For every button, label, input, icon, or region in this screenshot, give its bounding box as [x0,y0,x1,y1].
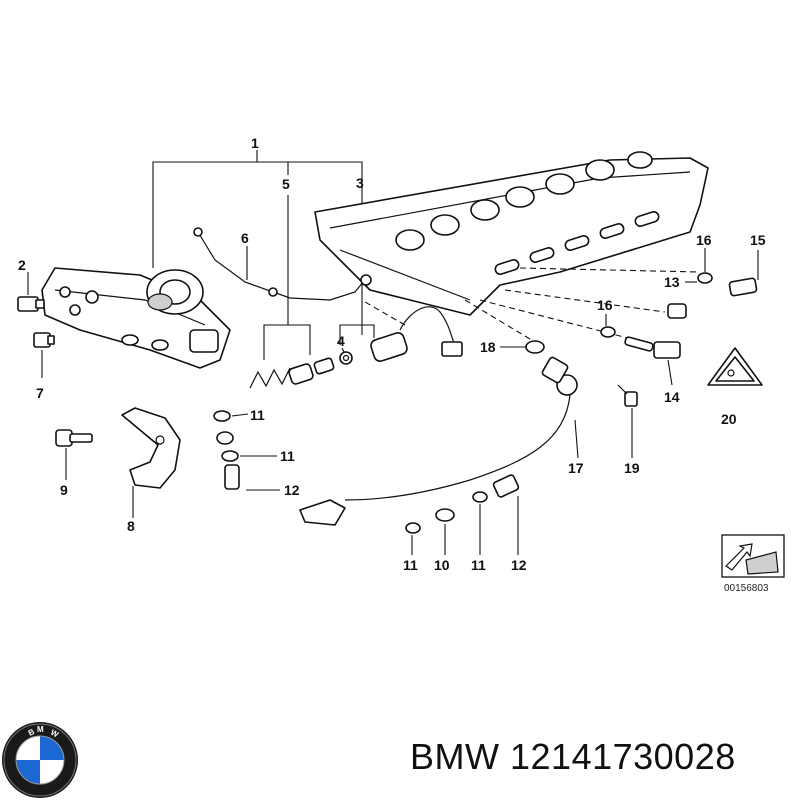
gasket-hole [193,227,203,237]
bolt-9 [55,429,93,447]
sensor-cable [299,356,578,526]
callout-16b: 16 [597,297,613,313]
seal-16 [697,272,713,284]
callout-14: 14 [664,389,680,405]
callout-12a: 12 [284,482,300,498]
callout-19: 19 [624,460,640,476]
callout-4: 4 [337,333,345,349]
callout-16a: 16 [696,232,712,248]
callout-11a: 11 [250,407,265,423]
callout-7: 7 [36,385,44,401]
solenoid-valve [370,306,463,362]
part-number: 12141730028 [510,736,736,777]
callout-13: 13 [664,274,680,290]
callout-2: 2 [18,257,26,273]
cam-journals [395,151,653,251]
brand-name: BMW [410,736,500,777]
callout-3: 3 [356,175,364,191]
gasket-hole [268,287,278,297]
vanos-housing [41,267,231,369]
callout-11c: 11 [403,557,418,573]
callout-labels: 1 2 3 4 5 6 7 8 9 10 11 11 11 11 12 12 1… [18,135,766,573]
reference-code: 00156803 [724,583,769,594]
gasket [197,231,369,301]
callout-18: 18 [480,339,496,355]
washer-11 [213,410,231,422]
callout-17: 17 [568,460,584,476]
washer-11 [405,522,421,534]
washer-11 [221,450,239,462]
oil-line [216,400,455,522]
callout-20: 20 [721,411,737,427]
plug-13 [667,303,687,319]
cover-slots [494,211,660,275]
warning-label [707,347,763,386]
valve-pin [313,357,335,375]
bolt-19 [617,384,638,407]
callout-15: 15 [750,232,766,248]
leader-lines [27,246,759,555]
washer-11 [472,491,488,503]
banjo-bolt-12 [224,464,240,490]
bolt-7 [33,332,55,348]
washer-4 [339,351,353,365]
callout-9: 9 [60,482,68,498]
callout-1: 1 [251,135,259,151]
bmw-logo: B M W [2,722,78,798]
o-ring-18 [525,340,545,354]
callout-8: 8 [127,518,135,534]
fitting-15 [728,277,758,297]
gasket-hole [360,274,372,286]
callout-10: 10 [434,557,450,573]
part-caption: BMW 12141730028 [410,736,736,778]
banjo-bolt-12 [492,474,520,498]
piston [288,363,314,385]
bolt-2 [17,296,45,312]
cylinder-head-cover [314,151,709,316]
svg-text:M: M [37,725,44,734]
seal-16 [600,326,616,338]
bracket-8 [121,407,181,489]
callout-11b: 11 [280,448,295,464]
callout-12b: 12 [511,557,527,573]
spring [249,367,291,389]
callout-11d: 11 [471,557,486,573]
callout-5: 5 [282,176,290,192]
svg-text:B: B [27,727,37,738]
reference-box: 00156803 [721,534,785,594]
svg-text:W: W [49,728,60,740]
callout-6: 6 [241,230,249,246]
sensor-14 [624,336,681,359]
